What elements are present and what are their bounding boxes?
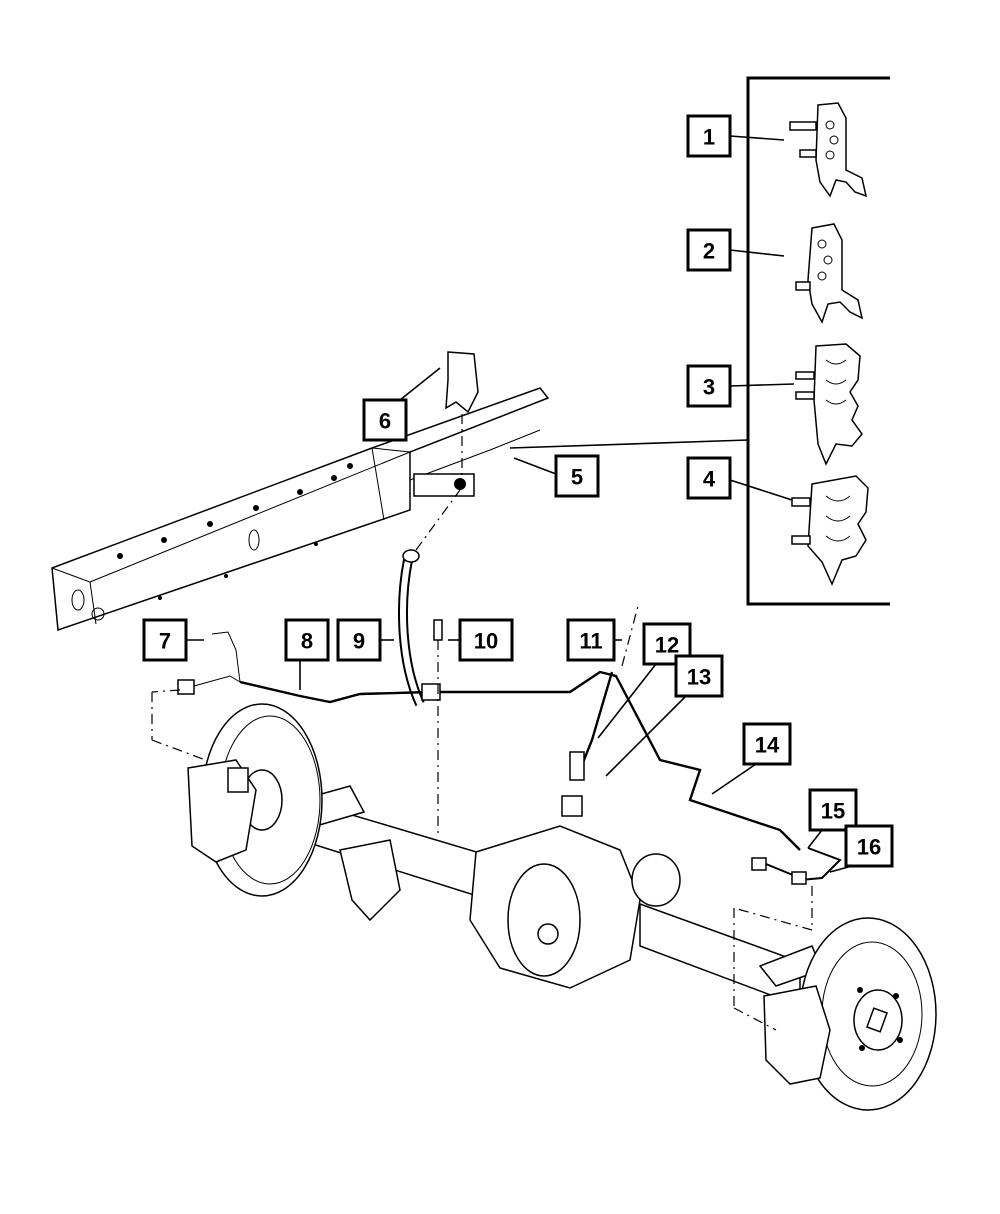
brake-line-part-8 <box>151 631 431 771</box>
callout-label-10: 10 <box>474 629 498 654</box>
clip-part-2 <box>795 223 864 324</box>
callout-16: 16 <box>829 824 894 873</box>
callout-box-8 <box>284 618 330 662</box>
callout-15: 15 <box>807 788 858 849</box>
callout-label-16: 16 <box>857 835 881 860</box>
right-brake-assembly <box>763 917 937 1111</box>
callout-14: 14 <box>711 722 792 795</box>
callout-box-6 <box>362 398 408 442</box>
brake-hose-part-15-16 <box>733 847 842 1031</box>
callout-box-15 <box>808 788 858 832</box>
callout-box-3 <box>686 364 732 408</box>
callout-leader-4 <box>729 479 793 501</box>
callout-label-4: 4 <box>703 467 716 492</box>
callout-label-7: 7 <box>159 629 171 654</box>
clip-part-6 <box>445 351 479 476</box>
callout-3: 3 <box>686 364 795 408</box>
callout-label-11: 11 <box>579 629 602 654</box>
callout-12: 12 <box>597 622 692 739</box>
callout-label-9: 9 <box>353 629 365 654</box>
callout-leader-15 <box>807 829 823 849</box>
callout-leader-3 <box>729 383 795 387</box>
callout-10: 10 <box>448 618 514 662</box>
callout-label-8: 8 <box>301 629 313 654</box>
callout-label-14: 14 <box>755 733 780 758</box>
callout-box-11 <box>566 618 616 662</box>
callout-leader-12 <box>597 663 657 739</box>
callout-label-12: 12 <box>655 633 679 658</box>
clip-part-1 <box>789 102 868 198</box>
callout-5: 5 <box>513 454 600 498</box>
callout-7: 7 <box>142 618 204 662</box>
callout-9: 9 <box>336 618 394 662</box>
callout-label-15: 15 <box>821 799 845 824</box>
callout-leader-2 <box>729 249 785 257</box>
callout-box-16 <box>844 824 894 868</box>
rear-axle <box>267 785 823 1008</box>
callout-box-10 <box>458 618 514 662</box>
callout-8: 8 <box>284 618 330 690</box>
callout-box-1 <box>686 114 732 158</box>
callout-box-12 <box>642 622 692 666</box>
callout-box-5 <box>554 454 600 498</box>
callout-label-13: 13 <box>687 665 711 690</box>
clip-part-3 <box>795 343 863 466</box>
callout-leader-13 <box>605 695 687 777</box>
callout-11: 11 <box>566 618 622 662</box>
callout-leader-6 <box>399 367 441 401</box>
flex-hose-part-9 <box>398 489 461 707</box>
callout-leader-5 <box>513 457 557 475</box>
callout-box-14 <box>742 722 792 766</box>
callout-13: 13 <box>605 654 724 777</box>
callout-1: 1 <box>686 114 785 158</box>
callout-box-7 <box>142 618 188 662</box>
callout-box-9 <box>336 618 382 662</box>
callout-6: 6 <box>362 367 441 442</box>
callout-box-4 <box>686 456 732 500</box>
brake-line-part-14 <box>440 605 801 851</box>
callout-label-5: 5 <box>571 465 583 490</box>
callout-label-3: 3 <box>703 375 715 400</box>
callout-leader-14 <box>711 763 757 795</box>
callout-2: 2 <box>686 228 785 272</box>
callout-label-6: 6 <box>379 409 391 434</box>
callout-4: 4 <box>686 456 793 501</box>
callout-label-1: 1 <box>703 125 715 150</box>
clip-part-4 <box>791 475 869 586</box>
clip-inset-bracket <box>509 76 890 606</box>
callout-leader-1 <box>729 135 785 141</box>
callout-box-13 <box>674 654 724 698</box>
frame-rail <box>51 387 550 632</box>
callout-label-2: 2 <box>703 239 715 264</box>
left-brake-assembly <box>187 703 323 897</box>
tee-junction-part-10 <box>421 619 443 836</box>
callout-box-2 <box>686 228 732 272</box>
